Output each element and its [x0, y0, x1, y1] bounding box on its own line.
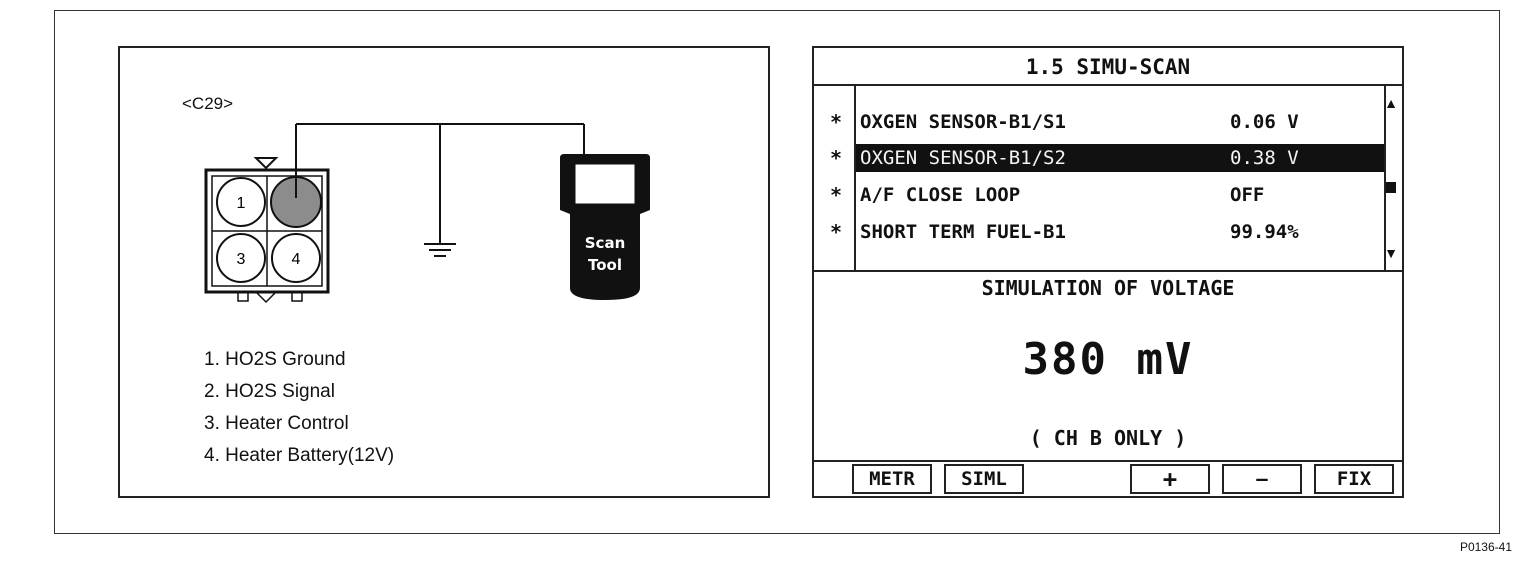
row-value: 99.94%	[1230, 221, 1299, 243]
scroll-down-icon[interactable]: ▼	[1384, 245, 1398, 261]
data-list: * * * * OXGEN SENSOR-B1/S1 0.06 V OXGEN …	[814, 86, 1402, 272]
row-value: 0.06 V	[1230, 111, 1299, 133]
siml-button[interactable]: SIML	[944, 464, 1024, 494]
row-marker: *	[829, 146, 843, 170]
simulation-title: SIMULATION OF VOLTAGE	[981, 276, 1235, 300]
list-box: OXGEN SENSOR-B1/S1 0.06 V OXGEN SENSOR-B…	[854, 86, 1386, 272]
row-value: OFF	[1230, 184, 1265, 206]
row-marker: *	[829, 183, 843, 207]
signal-wire	[295, 123, 585, 244]
list-row-short-term-fuel[interactable]: SHORT TERM FUEL-B1 99.94%	[856, 218, 1384, 246]
row-marker: *	[829, 110, 843, 134]
pin-1-label: 1	[237, 195, 246, 212]
scan-tool-screen: 1.5 SIMU-SCAN * * * * OXGEN SENSOR-B1/S1…	[812, 46, 1404, 498]
list-row-oxygen-s2-selected[interactable]: OXGEN SENSOR-B1/S2 0.38 V	[856, 144, 1384, 172]
scroll-thumb[interactable]	[1386, 182, 1396, 193]
legend-item: 4. Heater Battery(12V)	[204, 445, 395, 466]
connector-c29: 1 3 4	[204, 157, 330, 304]
pin-3-label: 3	[237, 251, 246, 268]
scan-tool-icon: Scan Tool	[560, 154, 650, 300]
softkey-bar: METR SIML + — FIX	[814, 460, 1402, 496]
row-marker: *	[829, 220, 843, 244]
row-label: OXGEN SENSOR-B1/S2	[860, 147, 1066, 169]
legend-item: 3. Heater Control	[204, 413, 349, 434]
legend-item: 2. HO2S Signal	[204, 381, 335, 402]
scrollbar[interactable]: ▲ ▼	[1382, 86, 1402, 272]
row-value: 0.38 V	[1230, 147, 1299, 169]
pin-legend: 1. HO2S Ground 2. HO2S Signal 3. Heater …	[204, 344, 394, 472]
pin-4	[271, 233, 321, 283]
ground-icon	[424, 243, 456, 257]
figure-code: P0136-41	[1459, 540, 1512, 554]
row-label: OXGEN SENSOR-B1/S1	[860, 111, 1066, 133]
scroll-up-icon[interactable]: ▲	[1384, 95, 1398, 111]
metr-button[interactable]: METR	[852, 464, 932, 494]
minus-button[interactable]: —	[1222, 464, 1302, 494]
plus-button[interactable]: +	[1130, 464, 1210, 494]
row-label: SHORT TERM FUEL-B1	[860, 221, 1066, 243]
list-row-af-close-loop[interactable]: A/F CLOSE LOOP OFF	[856, 181, 1384, 209]
pin-1	[216, 177, 266, 227]
pin-4-label: 4	[292, 251, 301, 268]
figure-frame	[54, 10, 1500, 534]
simulation-note: ( CH B ONLY )	[1029, 426, 1187, 450]
pin-3	[216, 233, 266, 283]
scan-tool-label-2: Tool	[588, 256, 622, 274]
simulation-value: 380 mV	[1022, 334, 1194, 385]
connector-id: <C29>	[182, 94, 234, 113]
wiring-diagram: 1 3 4 Scan Tool	[204, 123, 650, 304]
legend-item: 1. HO2S Ground	[204, 349, 346, 370]
row-label: A/F CLOSE LOOP	[860, 184, 1021, 206]
fix-button[interactable]: FIX	[1314, 464, 1394, 494]
list-row-oxygen-s1[interactable]: OXGEN SENSOR-B1/S1 0.06 V	[856, 108, 1384, 136]
screen-title: 1.5 SIMU-SCAN	[814, 48, 1402, 86]
scan-tool-label-1: Scan	[585, 234, 626, 252]
wiring-diagram-panel: <C29> 1 3 4	[118, 46, 770, 498]
